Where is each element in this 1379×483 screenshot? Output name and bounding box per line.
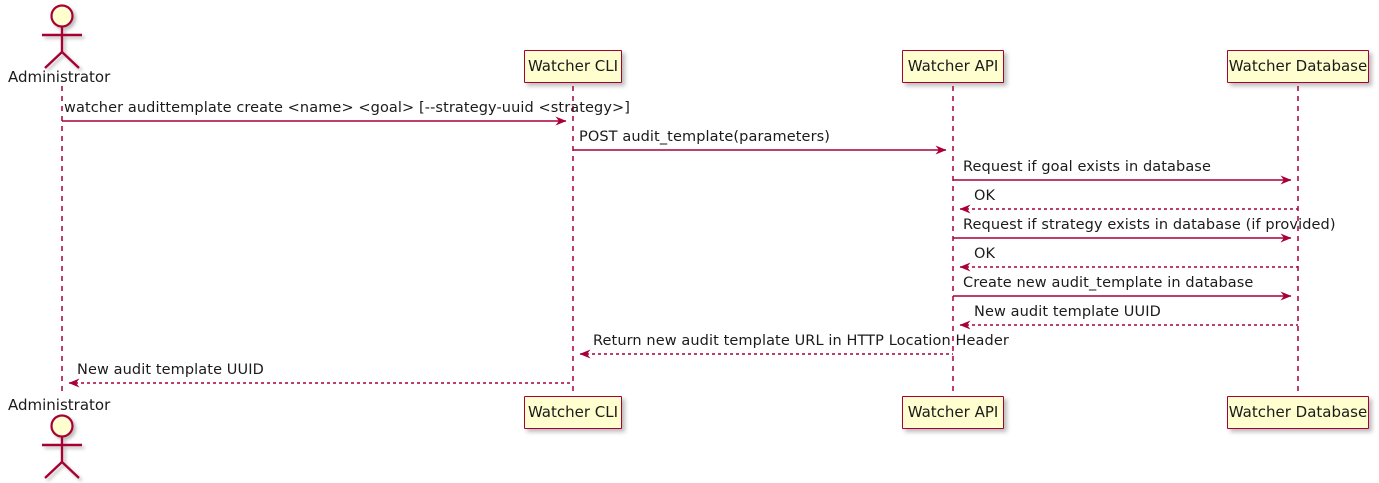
participant-box-watcher-database-bottom[interactable]: Watcher Database	[1227, 396, 1369, 429]
message-label-3: Request if goal exists in database	[963, 159, 1211, 175]
participant-label-watcher-cli: Watcher CLI	[527, 57, 619, 75]
message-label-2: POST audit_template(parameters)	[579, 129, 831, 145]
message-label-6: OK	[974, 246, 996, 262]
message-label-4: OK	[974, 188, 996, 204]
actor-label-administrator-bottom: Administrator	[8, 396, 111, 414]
participant-label-watcher-database: Watcher Database	[1228, 403, 1368, 421]
participant-label-watcher-api: Watcher API	[907, 57, 999, 75]
actor-administrator-bottom	[42, 414, 82, 479]
participant-box-watcher-api-bottom[interactable]: Watcher API	[902, 396, 1004, 429]
participant-label-watcher-database: Watcher Database	[1228, 57, 1368, 75]
message-label-9: Return new audit template URL in HTTP Lo…	[593, 333, 1009, 349]
participant-label-watcher-api: Watcher API	[907, 403, 999, 421]
participant-box-watcher-database-top[interactable]: Watcher Database	[1227, 50, 1369, 83]
message-label-10: New audit template UUID	[77, 362, 264, 378]
message-label-1: watcher audittemplate create <name> <goa…	[64, 100, 631, 116]
participant-box-watcher-cli-top[interactable]: Watcher CLI	[524, 50, 622, 83]
actor-label-administrator-top: Administrator	[8, 68, 111, 86]
participant-box-watcher-api-top[interactable]: Watcher API	[902, 50, 1004, 83]
lifelines	[61, 86, 1299, 396]
message-label-8: New audit template UUID	[974, 304, 1161, 320]
message-label-7: Create new audit_template in database	[963, 275, 1254, 291]
message-arrows	[62, 116, 1298, 388]
participant-label-watcher-cli: Watcher CLI	[527, 403, 619, 421]
actor-administrator-top	[42, 4, 82, 69]
participant-box-watcher-cli-bottom[interactable]: Watcher CLI	[524, 396, 622, 429]
message-label-5: Request if strategy exists in database (…	[963, 217, 1336, 233]
